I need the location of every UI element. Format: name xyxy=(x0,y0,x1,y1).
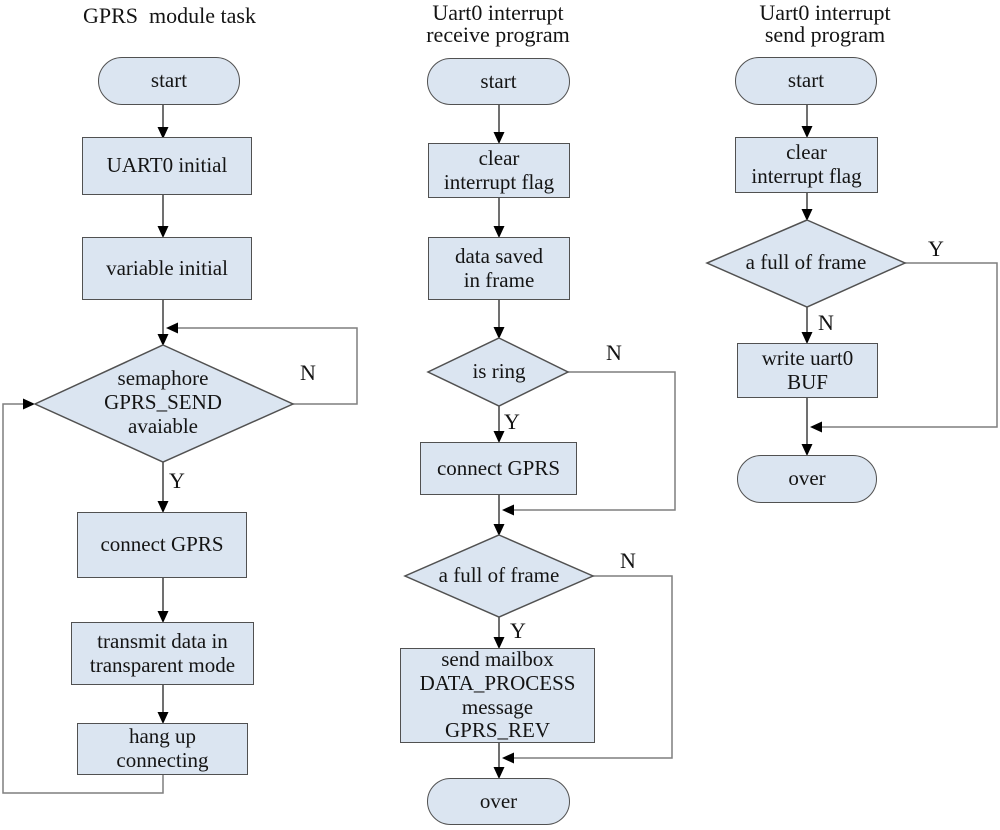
arrowhead-down xyxy=(493,327,505,339)
loop-y-fullframe-send xyxy=(822,262,998,428)
arrowhead-right xyxy=(23,398,35,410)
loop-n-isring xyxy=(514,371,676,511)
arrowhead-left xyxy=(502,752,514,764)
uart0-send-title: Uart0 interrupt send program xyxy=(759,0,891,47)
arrowhead-down xyxy=(801,209,813,221)
gprs-task-start-node: start xyxy=(98,57,240,105)
uart0-receive-title: Uart0 interrupt receive program xyxy=(426,0,570,47)
clear-interrupt-flag-node-receive: clear interrupt flag xyxy=(428,143,570,198)
loop-n-semaphore xyxy=(178,327,358,405)
arrowhead-down xyxy=(801,126,813,138)
arrowhead-down xyxy=(493,431,505,443)
is-ring-n-label: N xyxy=(606,340,622,365)
full-frame-diamond-send xyxy=(705,219,907,308)
uart0-send-start-node: start xyxy=(735,57,877,105)
arrowhead-down xyxy=(493,226,505,238)
full-frame-y-label-send: Y xyxy=(928,236,944,261)
arrowhead-left xyxy=(810,421,822,433)
arrowhead-down xyxy=(157,611,169,623)
arrowhead-down xyxy=(157,501,169,513)
hang-up-node: hang up connecting xyxy=(77,723,248,775)
arrowhead-down xyxy=(157,127,169,139)
arrowhead-left xyxy=(502,504,514,516)
full-frame-n-label-receive: N xyxy=(620,548,636,573)
loop-n-fullframe xyxy=(514,575,673,759)
is-ring-diamond xyxy=(426,337,570,407)
full-frame-n-label-send: N xyxy=(818,310,834,335)
arrowhead-left xyxy=(166,322,178,334)
transmit-data-node: transmit data in transparent mode xyxy=(71,622,254,685)
arrowhead-down xyxy=(493,767,505,779)
semaphore-y-label: Y xyxy=(169,468,185,493)
send-mailbox-node: send mailbox DATA_PROCESS message GPRS_R… xyxy=(400,647,595,743)
arrowhead-down xyxy=(157,334,169,346)
full-frame-diamond-receive xyxy=(403,534,595,618)
is-ring-y-label: Y xyxy=(504,409,520,434)
full-frame-y-label-receive: Y xyxy=(510,618,526,643)
arrowhead-down xyxy=(157,712,169,724)
uart0-receive-start-node: start xyxy=(427,58,570,105)
arrowhead-down xyxy=(493,637,505,649)
connect-gprs-node-receive: connect GPRS xyxy=(420,442,577,495)
loop-hangup-to-semaphore xyxy=(2,403,164,794)
arrowhead-down xyxy=(493,524,505,536)
write-uart0-buf-node: write uart0 BUF xyxy=(737,343,878,398)
variable-initial-node: variable initial xyxy=(82,237,252,300)
arrowhead-down xyxy=(493,132,505,144)
clear-interrupt-flag-node-send: clear interrupt flag xyxy=(735,137,878,193)
gprs-task-title: GPRS module task xyxy=(83,3,256,28)
uart0-send-over-node: over xyxy=(737,455,877,503)
uart0-receive-over-node: over xyxy=(427,778,570,825)
arrowhead-down xyxy=(157,226,169,238)
data-saved-node: data saved in frame xyxy=(428,237,570,300)
connect-gprs-node-task: connect GPRS xyxy=(77,512,247,578)
uart0-initial-node: UART0 initial xyxy=(82,137,252,195)
semaphore-decision-diamond xyxy=(33,344,295,463)
arrowhead-down xyxy=(801,332,813,344)
arrowhead-down xyxy=(801,444,813,456)
semaphore-n-label: N xyxy=(300,360,316,385)
